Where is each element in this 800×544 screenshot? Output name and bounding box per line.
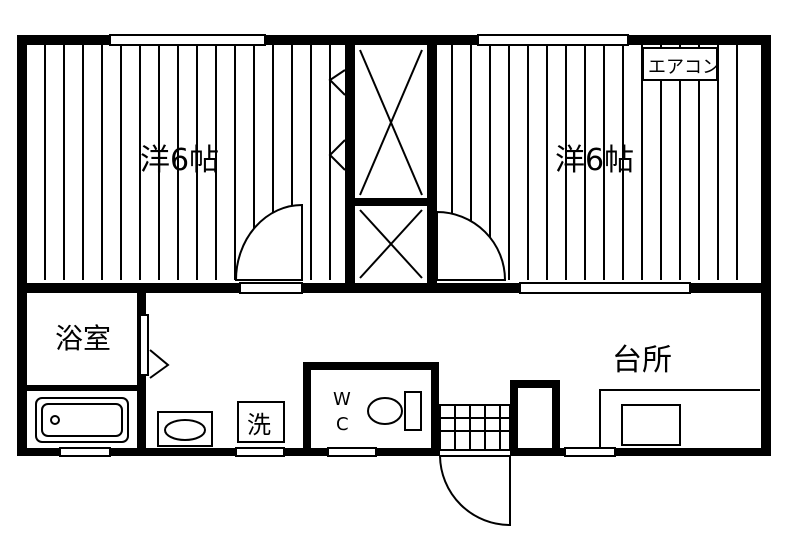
wc-label-w: W [333, 389, 351, 410]
floor-lines-right [451, 45, 738, 280]
door-swing-icon [234, 203, 511, 527]
window-icon [59, 34, 691, 457]
sink-icon [157, 411, 213, 447]
wash-box [237, 401, 285, 443]
room-label-western-left: 洋6帖 [140, 143, 219, 178]
room-label-western-right: 洋6帖 [555, 143, 634, 178]
walls [17, 35, 771, 456]
toilet-icon [367, 391, 422, 431]
bath-door-icon [139, 314, 170, 379]
room-label-bath: 浴室 [55, 322, 111, 355]
aircon-label: エアコン [648, 57, 720, 78]
room-label-wash: 洗 [247, 411, 271, 439]
room-label-kitchen: 台所 [612, 343, 672, 378]
stairs-icon [439, 404, 511, 451]
closet-cross-icon [328, 49, 423, 279]
aircon-box [642, 47, 718, 81]
wc-label-c: C [336, 414, 349, 435]
kitchen-counter [599, 389, 760, 448]
bathtub-icon [35, 397, 129, 443]
